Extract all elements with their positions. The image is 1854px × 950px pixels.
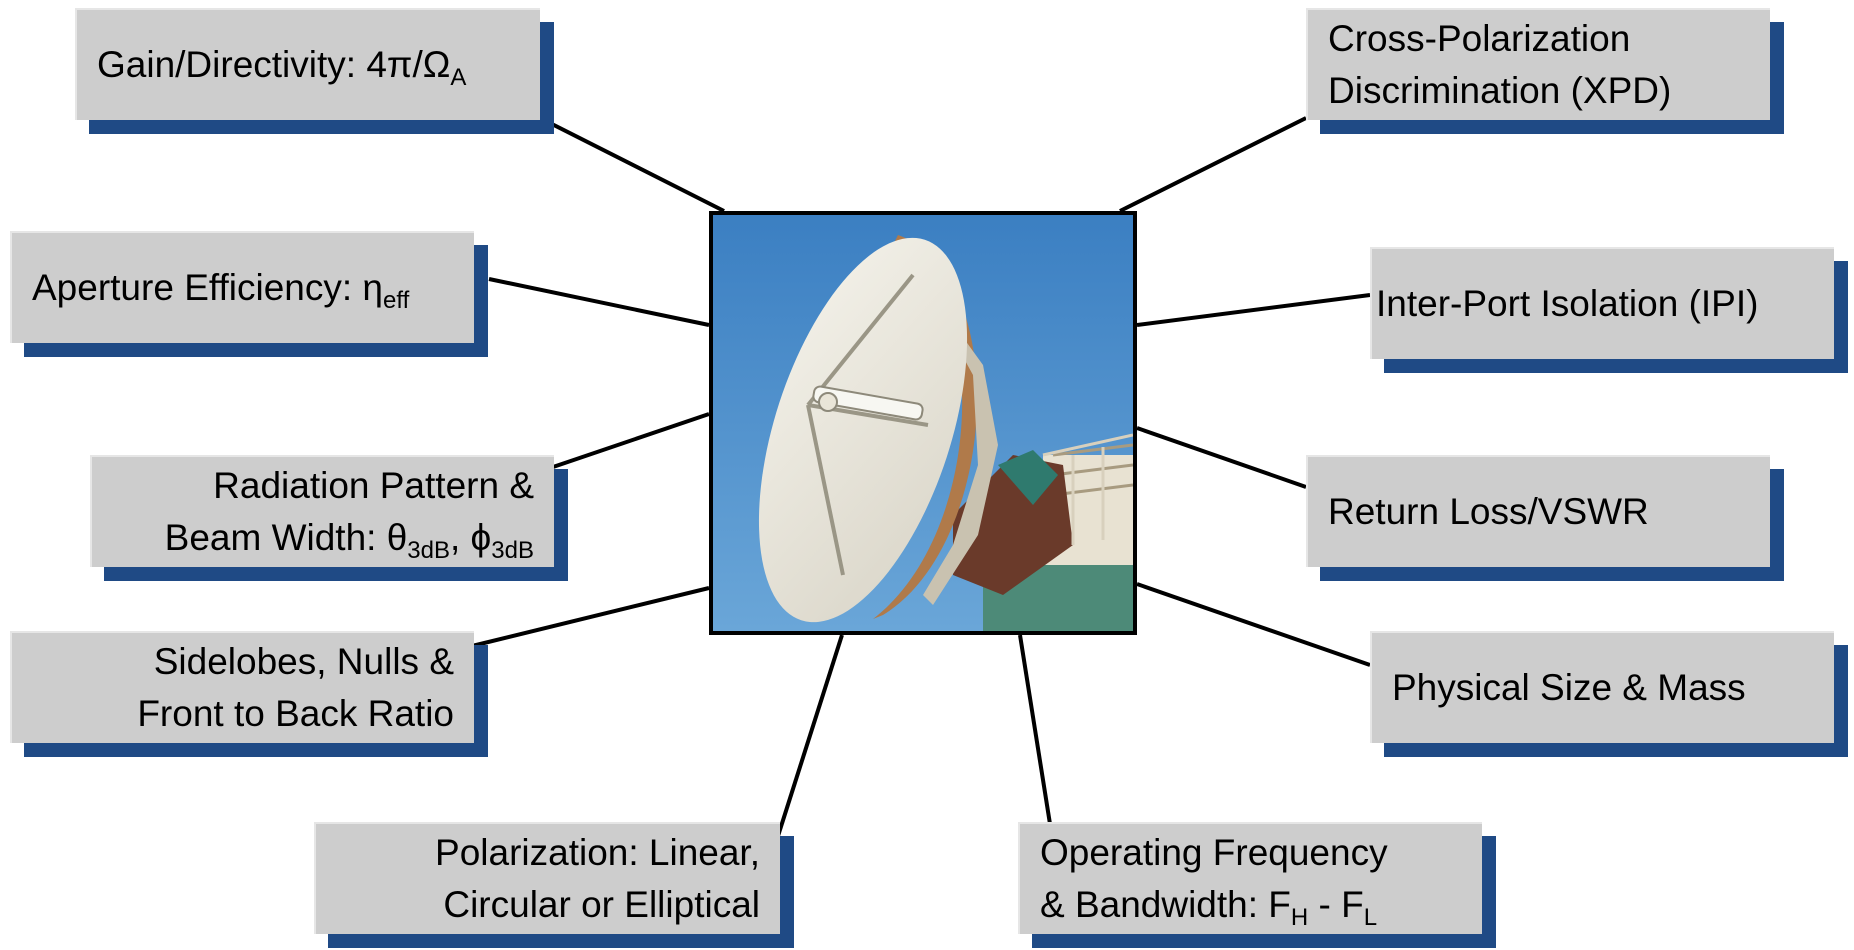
card: Cross-Polarization Discrimination (XPD) [1306, 8, 1770, 120]
gain-directivity-label: Gain/Directivity: 4π/ΩA [97, 44, 467, 91]
polarization-line1: Polarization: Linear, [435, 832, 760, 873]
connector-sidelobes [471, 586, 710, 648]
card: Gain/Directivity: 4π/ΩA [75, 8, 540, 120]
connector-aperture [488, 277, 710, 327]
connector-xpd [1119, 116, 1307, 213]
polarization-line2: Circular or Elliptical [443, 884, 760, 925]
return-loss-label: Return Loss/VSWR [1328, 491, 1649, 532]
beam-width-line: Beam Width: θ3dB, ϕ3dB [164, 517, 534, 564]
xpd-line2: Discrimination (XPD) [1328, 70, 1672, 111]
card: Sidelobes, Nulls & Front to Back Ratio [10, 631, 474, 743]
antenna-photo [709, 211, 1137, 635]
connector-gain [539, 116, 725, 213]
card: Operating Frequency & Bandwidth: FH - FL [1018, 822, 1482, 934]
satellite-dish-illustration [713, 215, 1133, 631]
card: Radiation Pattern & Beam Width: θ3dB, ϕ3… [90, 455, 554, 567]
xpd-line1: Cross-Polarization [1328, 18, 1631, 59]
radiation-pattern-line1: Radiation Pattern & [213, 465, 534, 506]
card: Inter-Port Isolation (IPI) [1370, 247, 1834, 359]
card: Aperture Efficiency: ηeff [10, 231, 474, 343]
connector-radiation [552, 412, 710, 469]
sidelobes-line2: Front to Back Ratio [137, 693, 454, 734]
ipi-label: Inter-Port Isolation (IPI) [1376, 283, 1759, 324]
connector-ipi [1136, 293, 1371, 327]
connector-return-loss [1136, 426, 1307, 489]
physical-size-label: Physical Size & Mass [1392, 667, 1746, 708]
card: Physical Size & Mass [1370, 631, 1834, 743]
frequency-line1: Operating Frequency [1040, 832, 1388, 873]
aperture-efficiency-label: Aperture Efficiency: ηeff [32, 267, 410, 314]
card: Return Loss/VSWR [1306, 455, 1770, 567]
connector-polarization [776, 634, 844, 837]
sidelobes-line1: Sidelobes, Nulls & [153, 641, 454, 682]
connector-physical [1136, 582, 1371, 667]
bandwidth-line: & Bandwidth: FH - FL [1040, 884, 1378, 931]
card: Polarization: Linear, Circular or Ellipt… [314, 822, 780, 934]
connector-frequency [1018, 634, 1052, 825]
